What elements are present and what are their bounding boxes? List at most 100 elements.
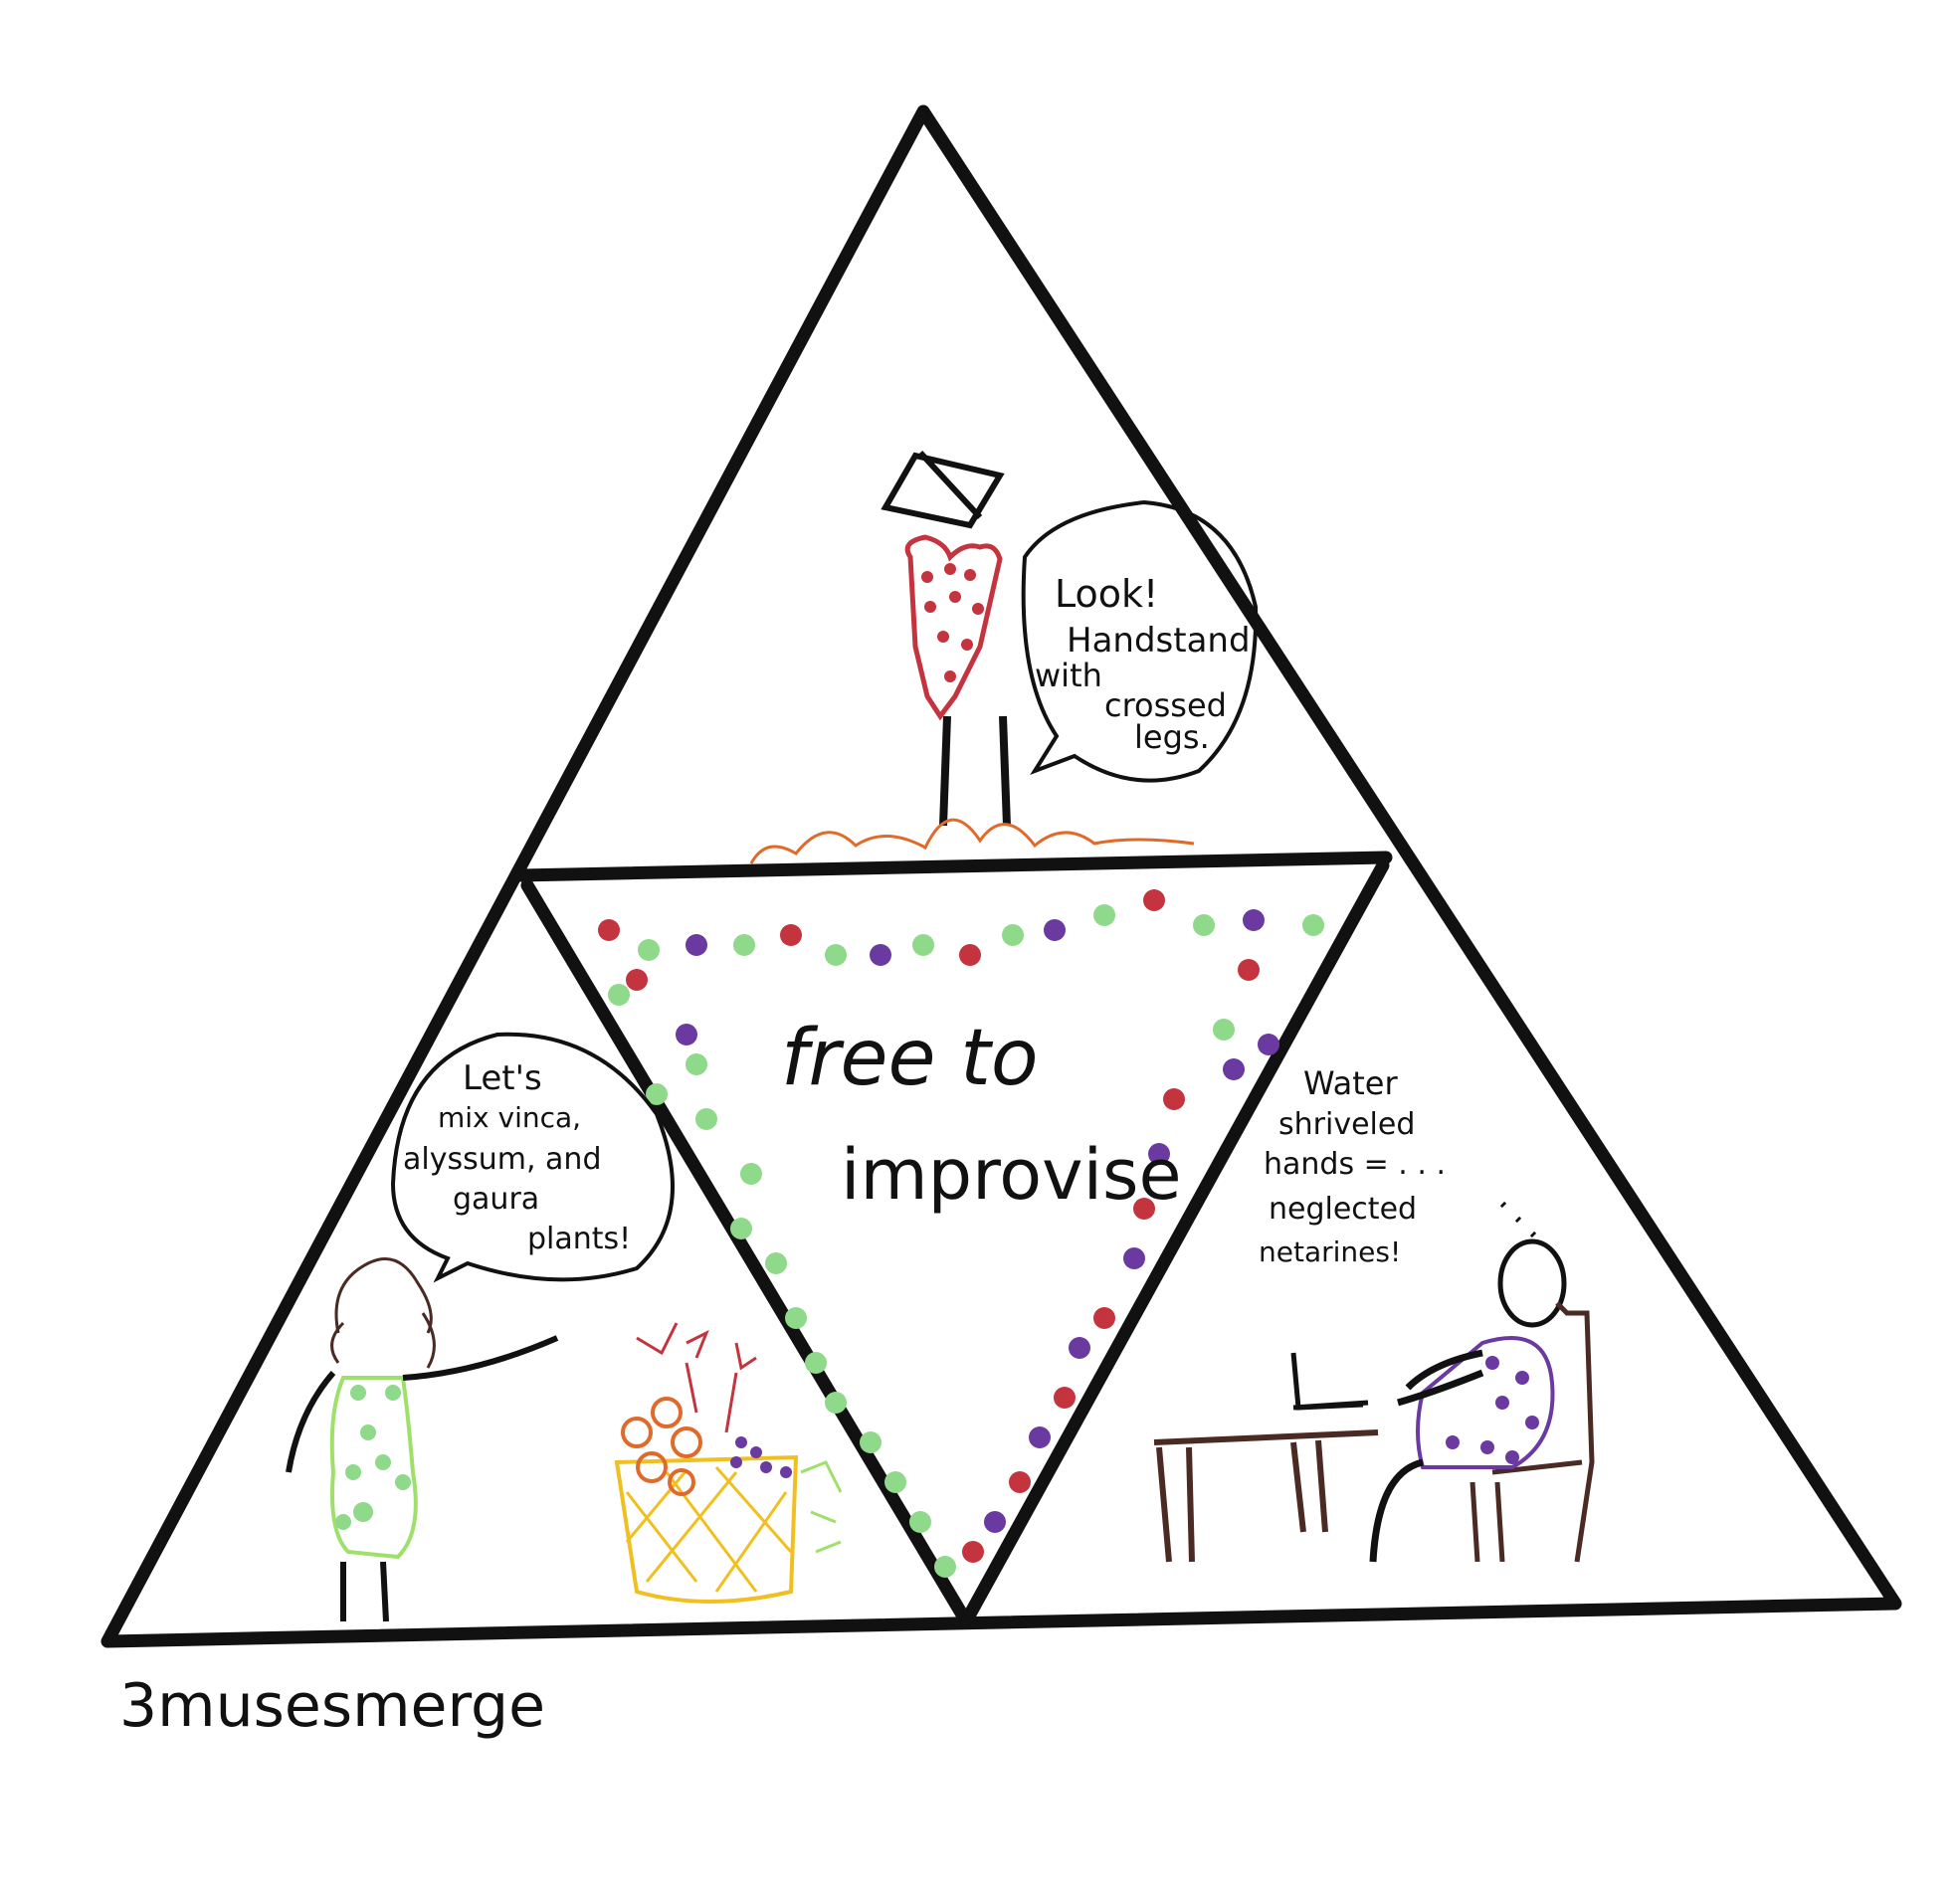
decor-dot — [730, 1218, 752, 1239]
left-speech-2: mix vinca, — [438, 1101, 581, 1134]
decor-dot — [626, 969, 648, 991]
gardener-dress-spots — [335, 1385, 411, 1530]
basket-body — [614, 1454, 799, 1604]
decor-dot — [1029, 1426, 1051, 1448]
left-speech-3: alyssum, and — [403, 1142, 601, 1177]
decor-dot — [1054, 1387, 1076, 1409]
arms — [939, 715, 1011, 827]
red-spots — [921, 563, 984, 682]
decor-dot — [1044, 919, 1066, 941]
left-speech-4: gaura — [453, 1182, 539, 1217]
decor-dot — [1193, 914, 1215, 936]
chair — [1470, 1301, 1595, 1563]
right-speech-5: netarines! — [1259, 1235, 1401, 1268]
top-speech-4: crossed — [1104, 686, 1227, 724]
red-body — [904, 534, 1003, 721]
top-speech-3: with — [1035, 657, 1102, 694]
left-inner-edge — [520, 878, 972, 1626]
triangle-frame — [100, 104, 1902, 1648]
decor-dot — [1002, 924, 1024, 946]
gardener-hair — [330, 1257, 436, 1369]
decor-dot — [598, 919, 620, 941]
decor-dot — [912, 934, 934, 956]
decor-dot — [1009, 1471, 1031, 1493]
orange-hair — [749, 818, 1195, 864]
decor-dot — [733, 934, 755, 956]
decor-dot — [686, 934, 707, 956]
decor-dot — [1133, 1198, 1155, 1220]
decor-dot — [860, 1431, 882, 1453]
decor-dot — [825, 1392, 847, 1414]
decor-dot — [1238, 959, 1260, 981]
decor-dot — [1123, 1247, 1145, 1269]
decor-dot — [765, 1252, 787, 1274]
top-divider — [513, 851, 1393, 882]
person-head — [1497, 1238, 1567, 1328]
purple-spots — [1446, 1356, 1539, 1464]
thought-dots — [1499, 1201, 1537, 1238]
desk — [1153, 1429, 1379, 1563]
decor-dot — [1223, 1058, 1245, 1080]
laptop — [1290, 1352, 1369, 1411]
decor-dot — [825, 944, 847, 966]
decor-dot — [676, 1024, 697, 1045]
top-speech-5: legs. — [1134, 718, 1210, 756]
decor-dot — [1258, 1034, 1279, 1055]
decor-dot — [984, 1511, 1006, 1533]
decor-dot — [1069, 1337, 1090, 1359]
decor-dot — [1302, 914, 1324, 936]
decor-dot — [608, 984, 630, 1006]
right-speech-2: shriveled — [1278, 1107, 1415, 1142]
crossed-legs — [881, 450, 1005, 529]
basket-flowers — [621, 1397, 702, 1496]
basket-weave — [625, 1466, 793, 1593]
top-speech-2: Handstand — [1067, 621, 1251, 661]
gardener-figure — [286, 1257, 559, 1622]
right-inner-edge — [960, 858, 1390, 1626]
purple-flowers — [730, 1436, 792, 1478]
right-speech-3: hands = . . . — [1264, 1147, 1446, 1182]
decor-dot — [1148, 1143, 1170, 1165]
decor-dot — [884, 1471, 906, 1493]
handstand-figure — [749, 450, 1195, 864]
decor-dot — [780, 924, 802, 946]
center-line-1: free to — [781, 1014, 1039, 1103]
decor-dot — [646, 1083, 668, 1105]
decor-dot — [909, 1511, 931, 1533]
gardener-arms-legs — [286, 1335, 559, 1622]
decor-dot — [686, 1053, 707, 1075]
right-speech-4: neglected — [1269, 1192, 1417, 1227]
decor-dot — [1143, 889, 1165, 911]
person-torso — [1416, 1336, 1555, 1469]
laptop-scene — [1153, 1201, 1595, 1563]
decor-dot — [1243, 909, 1265, 931]
decor-dot — [1093, 1307, 1115, 1329]
decor-dot — [1093, 904, 1115, 926]
decor-dot — [959, 944, 981, 966]
person-arms-legs — [1369, 1349, 1484, 1563]
decor-dot — [638, 939, 660, 961]
center-line-2: improvise — [841, 1134, 1182, 1216]
green-leaves — [800, 1460, 843, 1554]
red-lilies — [636, 1322, 757, 1433]
outer-triangle — [100, 104, 1902, 1648]
top-speech-bubble — [1021, 499, 1259, 783]
decor-dot — [1163, 1088, 1185, 1110]
decor-dot — [1213, 1019, 1235, 1041]
top-speech-1: Look! — [1055, 572, 1158, 616]
decor-dot — [962, 1541, 984, 1563]
left-speech-5: plants! — [527, 1222, 631, 1256]
right-speech-1: Water — [1303, 1064, 1398, 1102]
decor-dot — [695, 1108, 717, 1130]
decor-dot — [870, 944, 891, 966]
left-speech-1: Let's — [463, 1058, 542, 1098]
decor-dot — [805, 1352, 827, 1374]
decor-dot — [785, 1307, 807, 1329]
left-speech-bubble — [390, 1032, 675, 1283]
decor-dot — [934, 1556, 956, 1578]
flower-basket — [614, 1322, 843, 1604]
gardener-dress — [329, 1376, 418, 1560]
center-dots — [598, 889, 1324, 1578]
